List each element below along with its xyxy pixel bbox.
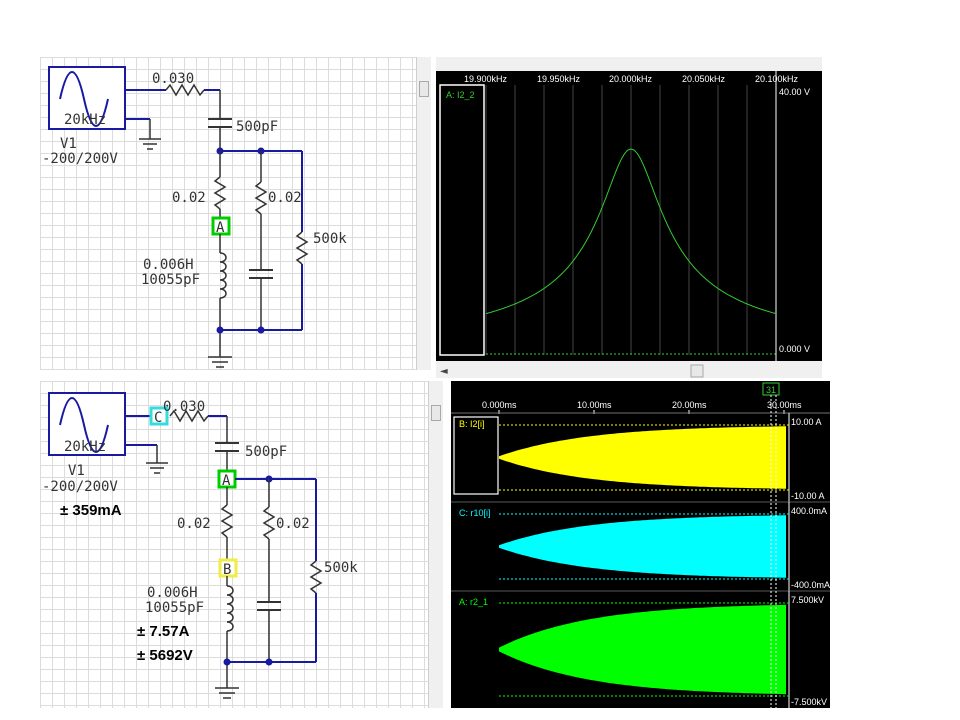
top-x-tick-label: 19.950kHz <box>537 74 581 84</box>
top-schematic-canvas[interactable]: 20kHz V1 -200/200V 0.030 500pF 0.02 A <box>40 57 416 370</box>
source-range-label: -200/200V <box>42 479 118 495</box>
top-x-tick-label: 20.100kHz <box>755 74 799 84</box>
top-channel-label: A: I2_2 <box>446 90 475 100</box>
bottom-scope-window[interactable]: 0.000ms 10.00ms 20.00ms 30.00ms 31 B: I2[i]… <box>451 381 830 708</box>
coil-resistor-label: 0.02 <box>172 190 206 206</box>
probe-marker-a[interactable] <box>211 216 231 236</box>
probe-a-label: A <box>216 220 225 236</box>
coil-capacitance-label: 10055pF <box>145 600 204 616</box>
bottom-x-tick-label: 0.000ms <box>482 400 517 410</box>
coil-voltage-readout: ± 5692V <box>137 647 193 664</box>
probe-marker-c[interactable] <box>149 406 169 426</box>
channel-envelope <box>499 604 786 695</box>
source-freq-label: 20kHz <box>64 112 106 128</box>
load-resistor-label: 500k <box>313 231 347 247</box>
coil-capacitance-label: 10055pF <box>141 272 200 288</box>
bottom-schematic-scrollbar[interactable] <box>428 381 443 708</box>
load-resistor <box>309 560 323 594</box>
bottom-x-tick-label: 20.00ms <box>672 400 707 410</box>
resonance-curve <box>485 148 777 315</box>
bottom-scope-plot[interactable]: 0.000ms 10.00ms 20.00ms 30.00ms 31 B: I2[i]… <box>451 381 830 708</box>
series-resistor <box>169 409 209 423</box>
channel-envelope <box>499 426 786 489</box>
top-y-max-label: 40.00 V <box>779 87 810 97</box>
channel-y-min-label: -400.0mA <box>791 580 830 590</box>
channel-y-min-label: -7.500kV <box>791 697 827 707</box>
inductor-coil <box>226 585 234 632</box>
source-name-label: V1 <box>60 136 77 152</box>
cap-branch-resistor <box>262 506 276 540</box>
bottom-x-tick-label: 30.00ms <box>767 400 802 410</box>
coil-resistor <box>213 176 227 210</box>
channel-label: B: I2[i] <box>459 419 485 429</box>
load-resistor-label: 500k <box>324 560 358 576</box>
coil-current-readout: ± 7.57A <box>137 623 190 640</box>
probe-b-label: B <box>223 562 231 578</box>
channel-label-box <box>453 416 499 495</box>
channel-label: C: r10[i] <box>459 508 491 518</box>
cap-branch-resistor-label: 0.02 <box>268 190 302 206</box>
scrollbar-thumb[interactable] <box>419 81 429 97</box>
cursor-marker-label: 31 <box>766 385 776 395</box>
top-channel-box <box>439 84 485 356</box>
channel-y-max-label: 7.500kV <box>791 595 824 605</box>
top-x-tick-label: 20.050kHz <box>682 74 726 84</box>
top-x-tick-label: 19.900kHz <box>464 74 508 84</box>
load-resistor <box>295 231 309 265</box>
probe-marker-b[interactable] <box>218 558 238 578</box>
top-schematic-scrollbar[interactable] <box>416 57 431 370</box>
bottom-x-tick-label: 10.00ms <box>577 400 612 410</box>
top-scope-window: 19.900kHz 19.950kHz 20.000kHz 20.050kHz 20.1… <box>436 57 822 378</box>
scroll-left-icon: ◄ <box>440 366 448 377</box>
inductor-coil <box>219 252 227 299</box>
coil-resistor <box>220 504 234 538</box>
source-current-readout: ± 359mA <box>60 502 122 519</box>
top-scope-background <box>436 71 822 361</box>
channel-y-max-label: 400.0mA <box>791 506 827 516</box>
cap-branch-resistor-label: 0.02 <box>276 516 310 532</box>
cap-branch-resistor <box>254 181 268 215</box>
top-x-tick-label: 20.000kHz <box>609 74 653 84</box>
series-capacitor-label: 500pF <box>236 119 278 135</box>
channel-y-min-label: -10.00 A <box>791 491 825 501</box>
voltage-source-box <box>48 66 126 130</box>
top-schematic-drawing: 20kHz V1 -200/200V 0.030 500pF 0.02 A <box>42 66 347 368</box>
source-range-label: -200/200V <box>42 151 118 167</box>
voltage-source-box <box>48 392 126 456</box>
channel-label: A: r2_1 <box>459 597 488 607</box>
bottom-schematic-drawing: 20kHz V1 -200/200V C 0.030 500pF A 0.02 … <box>42 392 358 699</box>
channel-y-max-label: 10.00 A <box>791 417 822 427</box>
series-resistor <box>165 83 205 97</box>
probe-a-label: A <box>222 473 231 489</box>
bottom-schematic-canvas[interactable]: 20kHz V1 -200/200V C 0.030 500pF A 0.02 … <box>40 381 428 708</box>
probe-c-label: C <box>154 410 162 426</box>
scrollbar-thumb[interactable] <box>431 405 441 421</box>
sine-wave-icon <box>59 71 109 127</box>
sine-wave-icon <box>59 397 109 453</box>
inductance-label: 0.006H <box>147 585 198 601</box>
inductance-label: 0.006H <box>143 257 194 273</box>
series-capacitor-label: 500pF <box>245 444 287 460</box>
series-resistor-label: 0.030 <box>152 71 194 87</box>
source-freq-label: 20kHz <box>64 439 106 455</box>
h-scrollbar-thumb[interactable] <box>690 364 704 378</box>
top-scope-plot[interactable]: 19.900kHz 19.950kHz 20.000kHz 20.050kHz 20.1… <box>436 57 822 378</box>
series-resistor-label: 0.030 <box>163 399 205 415</box>
channel-envelope <box>499 515 786 578</box>
source-name-label: V1 <box>68 463 85 479</box>
top-y-min-label: 0.000 V <box>779 344 810 354</box>
coil-resistor-label: 0.02 <box>177 516 211 532</box>
